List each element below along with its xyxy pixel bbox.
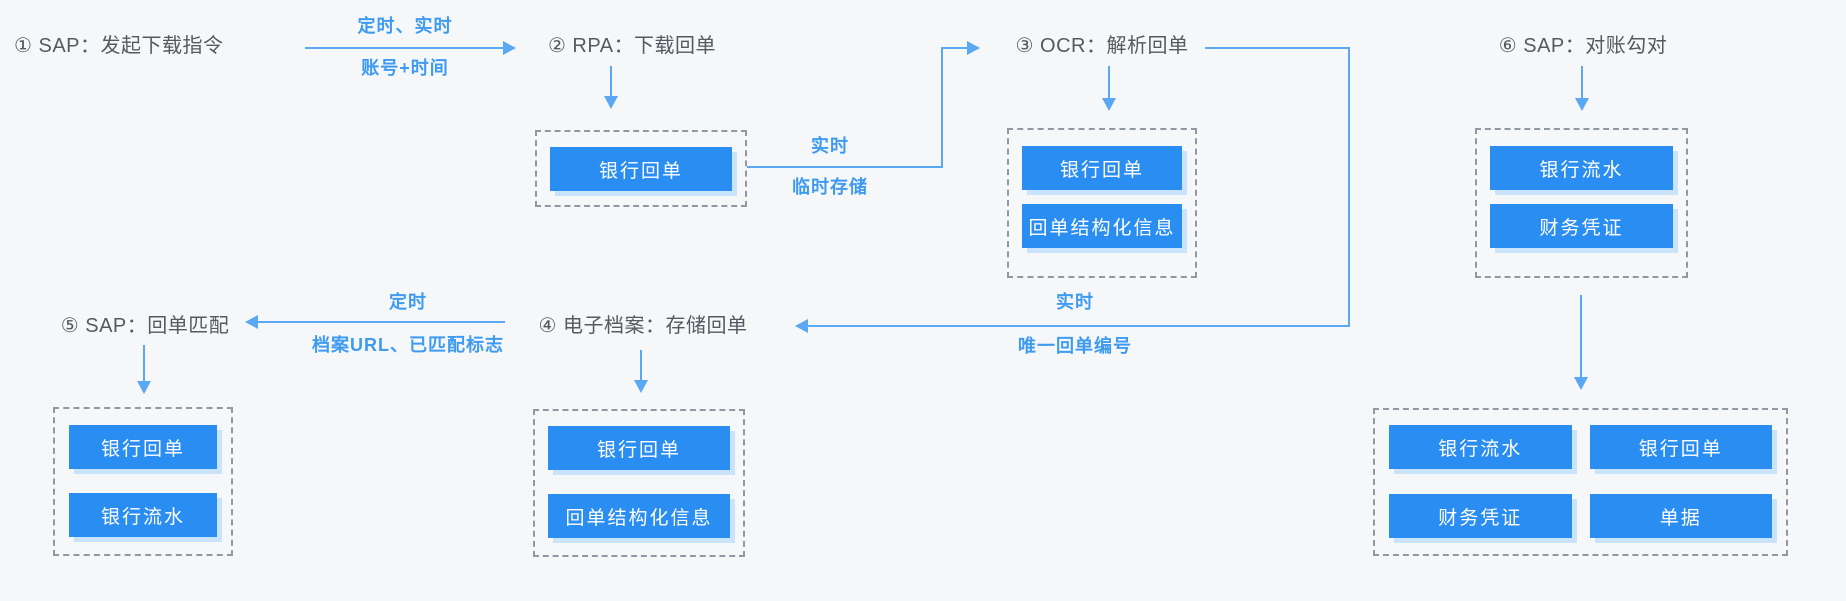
chip-bank-receipt: 银行回单 — [550, 147, 732, 191]
connector-4-5-line — [258, 321, 505, 323]
connector-3-4-line-bottom — [808, 325, 1350, 327]
connector-2-3-line-vertical — [941, 47, 943, 168]
step-6-down-arrowhead-icon — [1575, 98, 1589, 111]
chip-receipt-structured-info: 回单结构化信息 — [1022, 204, 1182, 248]
connector-1-2-arrowhead-icon — [503, 41, 516, 55]
connector-3-4-line-vertical — [1348, 47, 1350, 327]
connector-2-3-arrowhead-icon — [967, 41, 980, 55]
connector-1-2-label-top: 定时、实时 — [357, 16, 453, 36]
chip-financial-voucher: 财务凭证 — [1389, 494, 1572, 538]
step-5-down-arrow-line — [143, 345, 145, 381]
step-6-result-arrowhead-icon — [1574, 377, 1588, 390]
chip-document: 单据 — [1589, 494, 1772, 538]
connector-3-4-line-top — [1205, 47, 1350, 49]
chip-bank-receipt: 银行回单 — [69, 425, 217, 469]
connector-1-2-line — [305, 47, 503, 49]
step-6-down-arrow-line — [1581, 66, 1583, 98]
step-6-title: ⑥ SAP：对账勾对 — [1498, 35, 1668, 57]
step-6-data-box: 银行流水 财务凭证 — [1475, 128, 1688, 278]
connector-3-4-label-bottom: 唯一回单编号 — [1018, 336, 1132, 356]
step-6-result-arrow-line — [1580, 295, 1582, 377]
chip-bank-statement: 银行流水 — [1490, 146, 1673, 190]
step-3-data-box: 银行回单 回单结构化信息 — [1007, 128, 1197, 278]
step-2-down-arrowhead-icon — [604, 96, 618, 109]
step-3-down-arrowhead-icon — [1102, 98, 1116, 111]
connector-2-3-label-bottom: 临时存储 — [792, 177, 868, 197]
connector-3-4-arrowhead-icon — [795, 319, 808, 333]
step-3-down-arrow-line — [1108, 66, 1110, 98]
chip-bank-statement: 银行流水 — [69, 493, 217, 537]
connector-1-2-label-bottom: 账号+时间 — [361, 58, 449, 78]
step-2-title: ② RPA：下载回单 — [547, 35, 717, 57]
connector-4-5-arrowhead-icon — [245, 315, 258, 329]
chip-bank-receipt: 银行回单 — [1022, 146, 1182, 190]
step-4-title: ④ 电子档案：存储回单 — [538, 315, 748, 337]
step-4-down-arrow-line — [640, 350, 642, 380]
connector-2-3-label-top: 实时 — [811, 136, 849, 156]
chip-bank-receipt: 银行回单 — [548, 426, 730, 470]
step-4-data-box: 银行回单 回单结构化信息 — [533, 409, 745, 557]
step-5-down-arrowhead-icon — [137, 381, 151, 394]
step-2-data-box: 银行回单 — [535, 130, 747, 207]
chip-bank-statement: 银行流水 — [1389, 425, 1572, 469]
chip-financial-voucher: 财务凭证 — [1490, 204, 1673, 248]
connector-2-3-line-horizontal — [747, 166, 943, 168]
reconciliation-result-box: 银行流水 银行回单 财务凭证 单据 — [1373, 408, 1788, 556]
connector-4-5-label-top: 定时 — [389, 292, 427, 312]
connector-3-4-label-top: 实时 — [1056, 292, 1094, 312]
step-1-title: ① SAP：发起下载指令 — [14, 35, 224, 57]
step-5-title: ⑤ SAP：回单匹配 — [60, 315, 230, 337]
chip-bank-receipt: 银行回单 — [1589, 425, 1772, 469]
step-4-down-arrowhead-icon — [634, 380, 648, 393]
step-2-down-arrow-line — [610, 66, 612, 96]
chip-receipt-structured-info: 回单结构化信息 — [548, 494, 730, 538]
connector-4-5-label-bottom: 档案URL、已匹配标志 — [312, 335, 504, 355]
step-3-title: ③ OCR：解析回单 — [1015, 35, 1189, 57]
connector-2-3-line-top — [941, 47, 967, 49]
step-5-data-box: 银行回单 银行流水 — [53, 407, 233, 556]
